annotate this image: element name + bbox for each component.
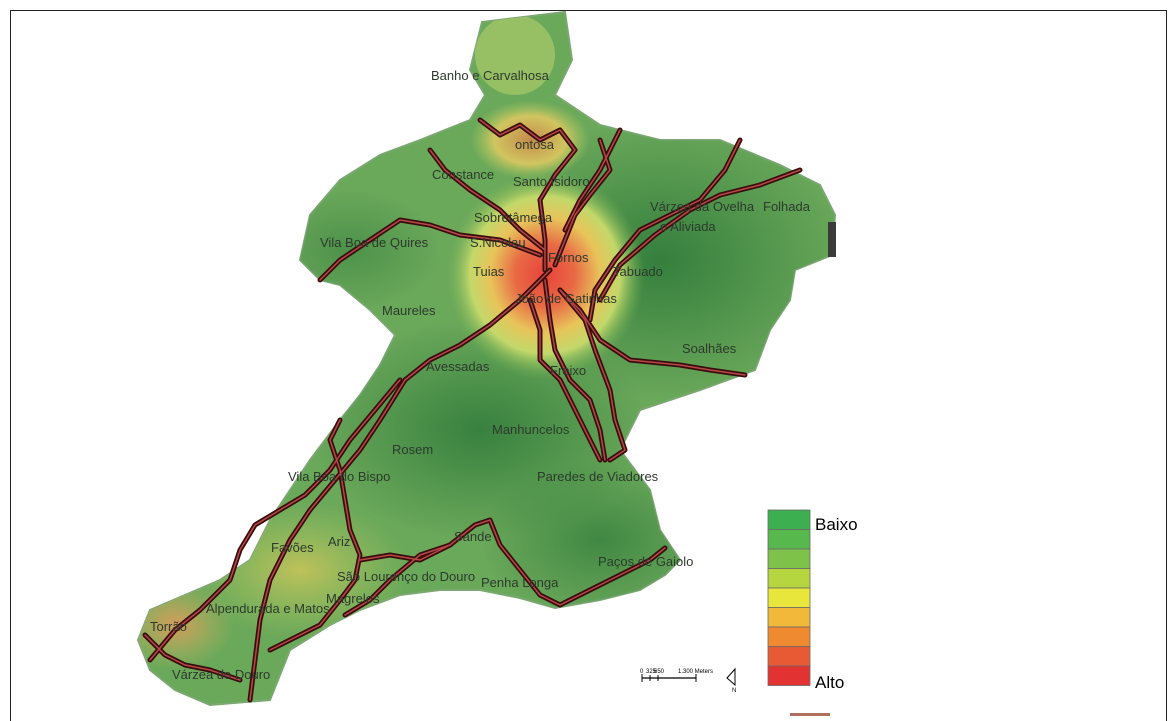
label-folhada: Folhada xyxy=(763,199,811,214)
scale-tick-1: 325 xyxy=(646,669,657,675)
label-alpendurada-e-matos: Alpendurada e Matos xyxy=(206,601,330,616)
label-pacos-de-gaiolo: Paços de Gaiolo xyxy=(598,554,693,569)
label-vila-boa-do-bispo: Vila Boa do Bispo xyxy=(288,469,390,484)
scale-tick-3: 1.300 Meters xyxy=(678,669,713,675)
legend-swatch xyxy=(767,587,811,608)
label-constance: Constance xyxy=(432,167,494,182)
label-vila-boa-de-quires: Vila Boa de Quires xyxy=(320,235,429,250)
label-fontosa: ontosa xyxy=(515,137,555,152)
legend-swatch xyxy=(767,626,811,647)
legend-swatch xyxy=(767,568,811,589)
north-arrow-letter: N xyxy=(732,688,736,694)
label-sande: Sande xyxy=(454,529,492,544)
label-rosem: Rosem xyxy=(392,442,433,457)
legend-swatch xyxy=(767,646,811,667)
legend-swatch xyxy=(767,509,811,530)
legend-swatch xyxy=(767,665,811,686)
label-banho-e-carvalhosa: Banho e Carvalhosa xyxy=(431,68,550,83)
label-manhuncelos: Manhuncelos xyxy=(492,422,570,437)
label-varzea-do-douro: Várzea do Douro xyxy=(172,667,270,682)
legend-high-label: Alto xyxy=(815,673,844,692)
legend-low-label: Baixo xyxy=(815,515,858,534)
label-tuias: Tuias xyxy=(473,264,505,279)
scale-bar: 0 325 650 1.300 Meters xyxy=(640,669,713,682)
label-ariz: Ariz xyxy=(328,534,350,549)
legend: Baixo Alto xyxy=(767,509,858,692)
legend-swatch xyxy=(767,607,811,628)
label-varzea-da-ovelha: Várzea da Ovelha xyxy=(650,199,755,214)
map-frame xyxy=(10,10,1167,721)
north-arrow-icon: N xyxy=(726,667,736,694)
road-network xyxy=(142,117,803,703)
place-labels: Banho e Carvalhosa ontosa Constance Sant… xyxy=(150,68,811,682)
label-s-nicolau: S.Nicolau xyxy=(470,235,526,250)
label-penha-longa: Penha Longa xyxy=(481,575,559,590)
legend-swatch xyxy=(767,548,811,569)
label-soalhaes: Soalhães xyxy=(682,341,737,356)
label-e-aliviada: e Aliviada xyxy=(660,219,716,234)
label-avessadas: Avessadas xyxy=(426,359,490,374)
label-maureles: Maureles xyxy=(382,303,436,318)
label-freixo: Freixo xyxy=(550,363,586,378)
label-sao-lourenco-do-douro: São Lourenço do Douro xyxy=(337,569,475,584)
east-edge-patch xyxy=(828,222,836,257)
scale-tick-0: 0 xyxy=(640,669,644,675)
legend-swatch xyxy=(767,529,811,550)
label-santo-isidoro: Santo Isidoro xyxy=(513,174,590,189)
label-fornos: Fornos xyxy=(548,250,589,265)
label-tabuado: Tabuado xyxy=(613,264,663,279)
cropped-legend-residue xyxy=(790,713,830,716)
label-torrao: Torrão xyxy=(150,619,187,634)
label-paredes-de-viadores: Paredes de Viadores xyxy=(537,469,659,484)
label-sobretamega: Sobretâmega xyxy=(474,210,553,225)
label-fayoes: Favões xyxy=(271,540,314,555)
label-magrelos: Magrelos xyxy=(326,591,380,606)
label-sao-joao-de-gatinhas: João de Gatinhas xyxy=(515,291,617,306)
legend-swatches xyxy=(767,509,811,686)
scale-tick-2: 650 xyxy=(654,669,665,675)
